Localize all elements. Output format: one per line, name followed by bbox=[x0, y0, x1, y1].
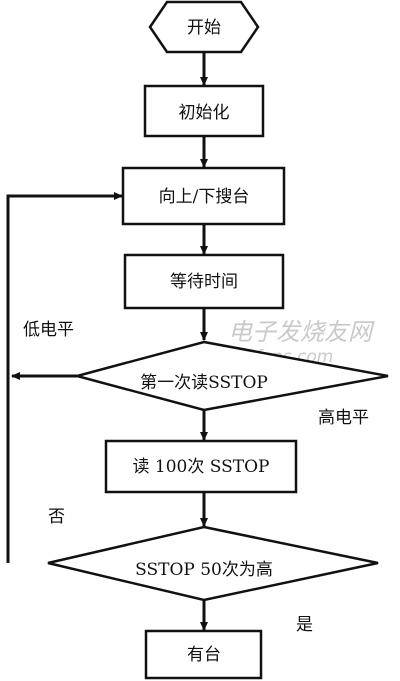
start-shape bbox=[148, 0, 260, 54]
wait-label: 等待时间 bbox=[170, 272, 238, 292]
edge-label-no: 否 bbox=[48, 507, 65, 527]
read100-label: 读 100次 SSTOP bbox=[133, 457, 270, 477]
found-node: 有台 bbox=[144, 629, 263, 680]
read100-box bbox=[104, 439, 298, 494]
loop-back-arrow bbox=[6, 192, 123, 563]
first-read-label: 第一次读SSTOP bbox=[140, 373, 268, 393]
edge-label-high: 高电平 bbox=[318, 408, 369, 428]
wait-box bbox=[123, 253, 285, 310]
check50-label: SSTOP 50次为高 bbox=[135, 560, 273, 580]
init-label: 初始化 bbox=[179, 103, 230, 123]
start-node: 开始 bbox=[148, 0, 260, 54]
check50-diamond bbox=[47, 525, 379, 602]
wait-node: 等待时间 bbox=[123, 253, 285, 310]
found-label: 有台 bbox=[187, 645, 221, 665]
start-label: 开始 bbox=[187, 18, 221, 38]
watermark-cn-text: 电子发烧友网 bbox=[228, 318, 375, 346]
found-box bbox=[144, 629, 263, 680]
edge-label-yes: 是 bbox=[296, 615, 313, 635]
connectors bbox=[6, 52, 208, 631]
search-label: 向上/下搜台 bbox=[159, 187, 250, 207]
edge-label-low: 低电平 bbox=[23, 320, 74, 340]
check50-decision: SSTOP 50次为高 bbox=[47, 525, 379, 602]
init-box bbox=[143, 84, 265, 138]
search-box bbox=[121, 166, 286, 226]
search-node: 向上/下搜台 bbox=[121, 166, 286, 226]
read100-node: 读 100次 SSTOP bbox=[104, 439, 298, 494]
first-read-decision: 第一次读SSTOP bbox=[72, 340, 389, 412]
first-read-diamond bbox=[72, 340, 389, 412]
init-node: 初始化 bbox=[143, 84, 265, 138]
